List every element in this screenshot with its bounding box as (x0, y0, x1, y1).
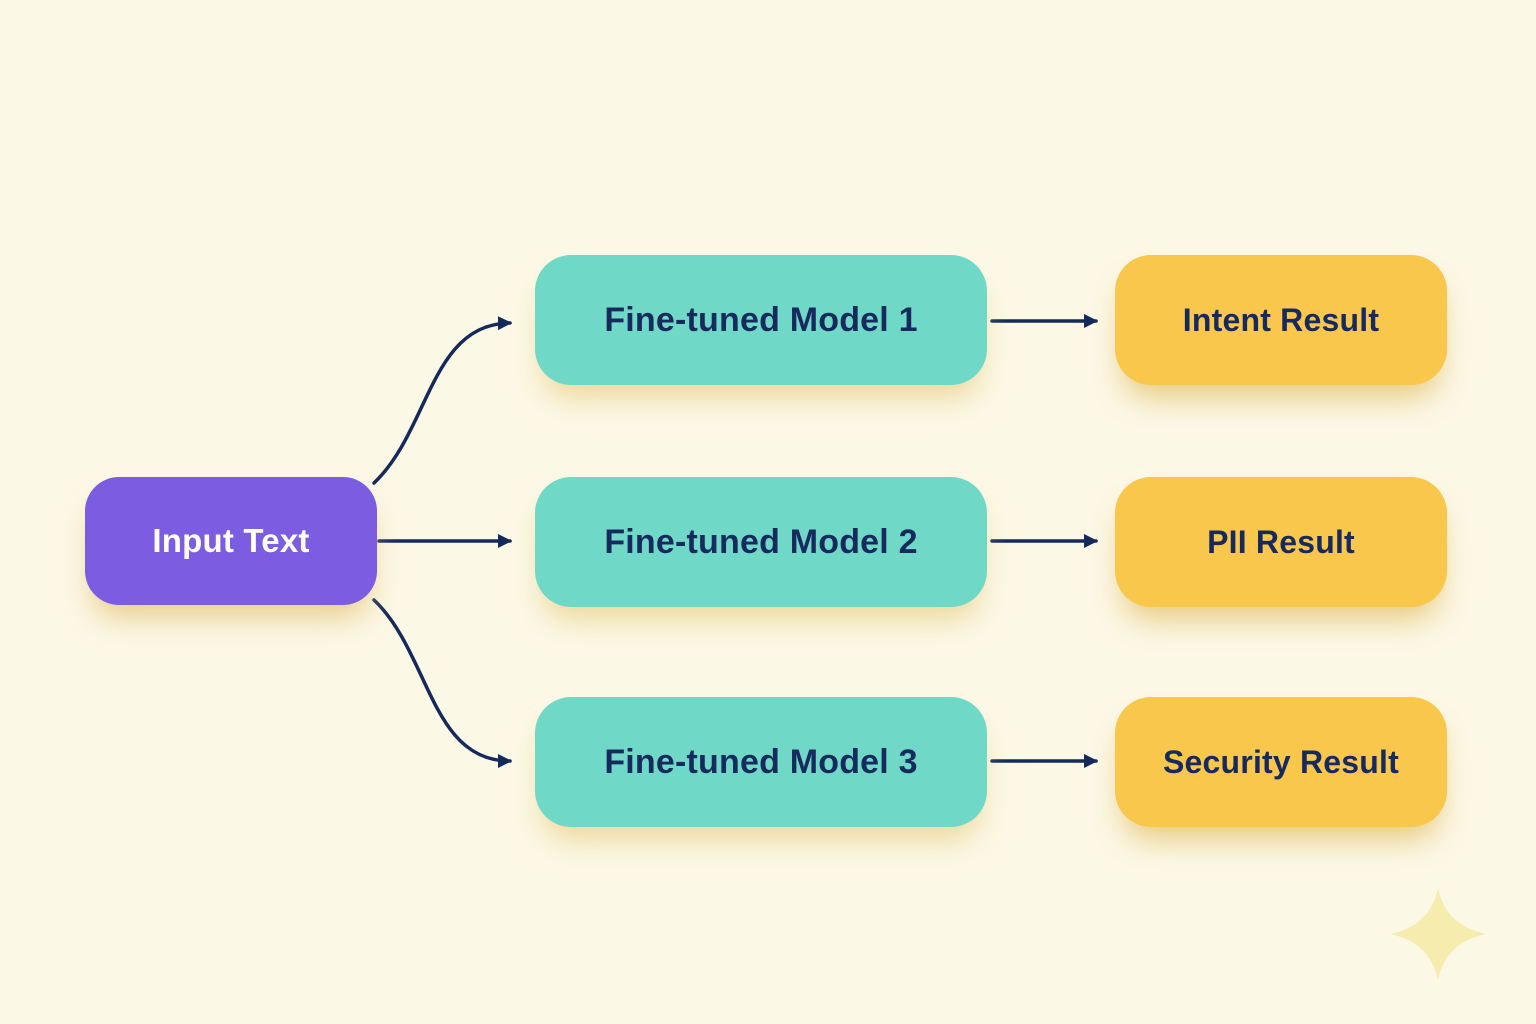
security-result-node: Security Result (1115, 697, 1447, 827)
model-node-1-label: Fine-tuned Model 1 (604, 300, 918, 339)
arrow-input-to-model-1 (372, 316, 512, 485)
input-text-label: Input Text (152, 522, 310, 559)
intent-result-label: Intent Result (1182, 301, 1380, 338)
intent-result-node: Intent Result (1115, 255, 1447, 385)
security-result-label: Security Result (1163, 743, 1399, 780)
model-node-3-label: Fine-tuned Model 3 (604, 742, 918, 781)
pii-result-node: PII Result (1115, 477, 1447, 607)
input-text-node: Input Text (85, 477, 377, 605)
model-node-2-label: Fine-tuned Model 2 (604, 522, 918, 561)
model-node-2: Fine-tuned Model 2 (535, 477, 987, 607)
arrow-input-to-model-3 (372, 598, 512, 768)
model-node-3: Fine-tuned Model 3 (535, 697, 987, 827)
pii-result-label: PII Result (1207, 523, 1355, 560)
sparkle-icon (1390, 888, 1486, 980)
model-node-1: Fine-tuned Model 1 (535, 255, 987, 385)
